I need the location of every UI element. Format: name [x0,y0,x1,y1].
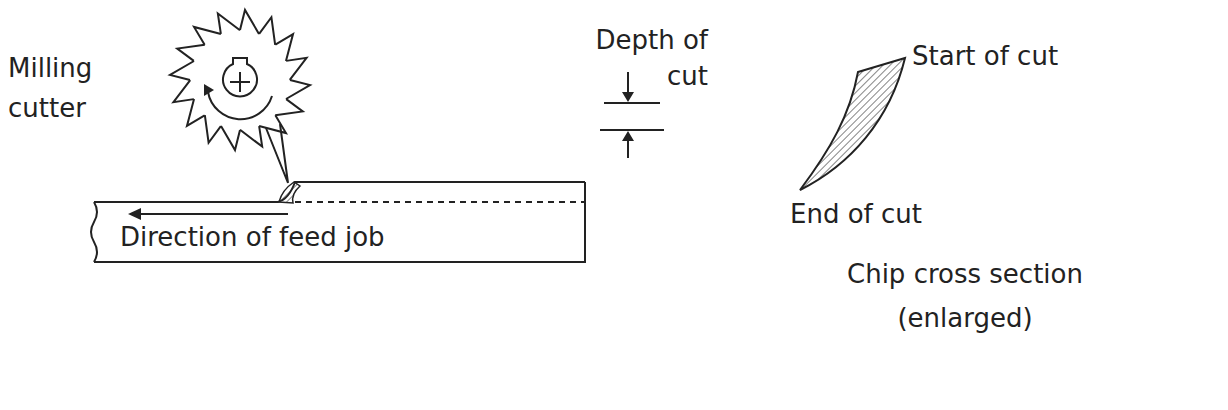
chip-section [800,58,905,190]
workpiece: Direction of feed job [88,178,588,264]
cutting-tooth [266,124,288,183]
centre-mark [230,72,250,92]
figure-caption: Chip cross section (enlarged) [815,252,1115,340]
chip-label: Start of cut [912,40,1112,72]
workpiece-line [91,202,97,262]
rotation-arrow [208,92,272,119]
workpiece-line [295,201,585,203]
feed-label: Direction of feed job [120,222,385,252]
chip-label: End of cut [790,198,990,230]
dimension-label: Depth of cut [590,22,708,94]
workpiece-line [94,182,585,202]
cutter-hub [223,58,257,96]
part-name: Milling cutter [8,48,128,128]
feed-arrowhead [128,208,141,220]
dimension-lines [600,103,664,130]
dimension-arrowheads [622,92,634,141]
cutter-teeth [168,8,312,152]
rotation-arrowhead [204,84,214,96]
dimension-arrows [627,72,629,158]
workpiece-line [94,182,585,262]
workpiece-line [130,213,288,215]
